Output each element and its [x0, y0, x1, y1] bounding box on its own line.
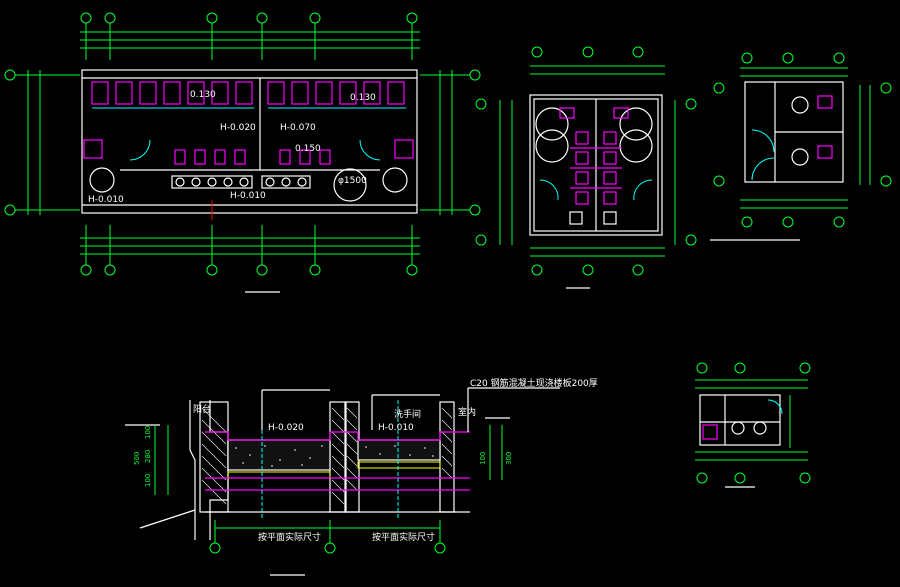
- bottom-dim-label-1: 按平面实际尺寸: [258, 531, 321, 543]
- room-label-indoor: 室内: [458, 406, 476, 418]
- dim-right-1: 300: [505, 452, 513, 465]
- elevation-label-5: 0.150: [295, 144, 321, 154]
- dim-right-sum: 100: [479, 452, 487, 465]
- axis-markers-bottom: [80, 225, 418, 276]
- main-plan: 0.130 0.130 H-0.020 H-0.070 0.150 H-0.01…: [4, 12, 481, 293]
- section-elevation-1: H-0.020: [268, 423, 304, 433]
- dim-left-2: 280: [144, 450, 152, 463]
- right-bottom-plan: [695, 362, 811, 488]
- elevation-label-6: H-0.010: [88, 195, 124, 205]
- right-top-plan: [710, 52, 892, 241]
- circle-diameter-label: φ1500: [338, 176, 367, 186]
- dim-left-1: 100: [144, 426, 152, 439]
- room-label-washroom: 洗手间: [394, 408, 421, 420]
- toilet-cubicles: [91, 81, 406, 109]
- room-label-balcony: 阳台: [193, 403, 211, 415]
- elevation-label-1: 0.130: [190, 90, 216, 100]
- section-detail: 阳台 洗手间 室内 H-0.020 H-0.010 C20 钢筋混凝土现浇楼板2…: [125, 377, 598, 576]
- slab-dot-pattern: [235, 445, 434, 467]
- turning-circle: [333, 168, 367, 202]
- elevation-label-3: H-0.020: [220, 123, 256, 133]
- elevation-label-2: 0.130: [350, 93, 376, 103]
- section-elevation-2: H-0.010: [378, 423, 414, 433]
- elevation-label-4: H-0.070: [280, 123, 316, 133]
- dim-left-3: 100: [144, 474, 152, 487]
- elevation-label-7: H-0.010: [230, 191, 266, 201]
- bottom-dim-label-2: 按平面实际尺寸: [372, 531, 435, 543]
- dim-left-sum: 500: [133, 452, 141, 465]
- middle-plan: [475, 46, 697, 289]
- middle-plan-stalls: [570, 131, 622, 205]
- washbasin-row: [171, 175, 311, 189]
- axis-markers-top: [80, 12, 418, 60]
- slab-note: C20 钢筋混凝土现浇楼板200厚: [470, 377, 598, 389]
